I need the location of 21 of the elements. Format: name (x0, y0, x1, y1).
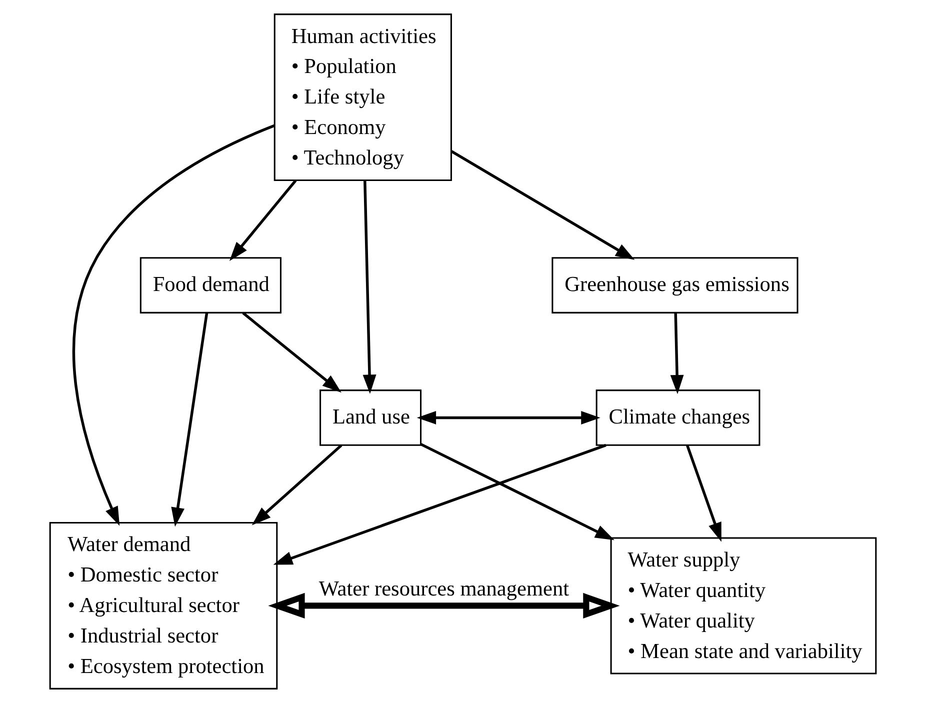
arrow (72, 124, 275, 526)
arrow (228, 180, 296, 261)
node-box: Water demand • Domestic sector • Agricultural sector • Industrial sector • Ecosystem protection (48, 522, 278, 690)
arrow (362, 180, 376, 394)
edge-label: Water resources management (318, 576, 569, 600)
arrow (416, 411, 600, 424)
arrow (251, 444, 342, 526)
node-box: Land use (319, 390, 422, 446)
arrow (450, 150, 634, 260)
node-box: Climate changes (595, 390, 760, 446)
node-box: Food demand (139, 257, 281, 314)
node-box: Human activities • Population • Life style • Economy • Technology (273, 14, 452, 181)
node-box: Greenhouse gas emissions (551, 257, 798, 314)
arrow (420, 442, 614, 540)
node-box: Water supply • Water quantity • Water quality • Mean state and variability (610, 537, 876, 674)
arrow (268, 592, 620, 619)
arrow (170, 312, 208, 527)
arrow (685, 444, 721, 542)
arrow (670, 312, 684, 394)
arrow (272, 444, 606, 565)
arrow (242, 312, 341, 393)
